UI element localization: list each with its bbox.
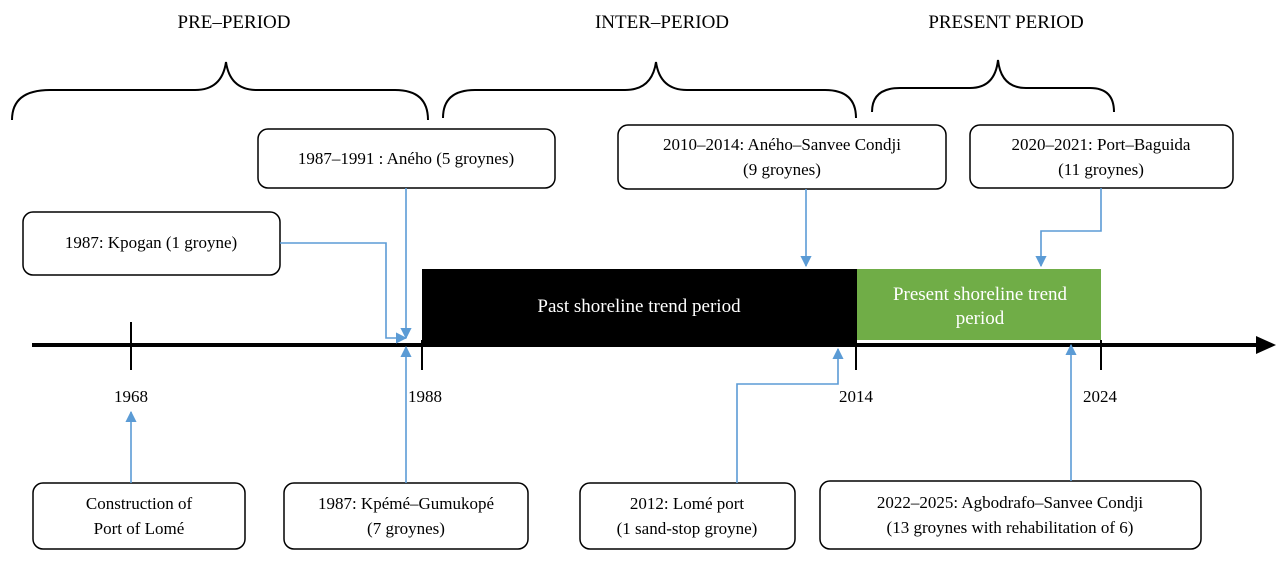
event-box-agbodrafo xyxy=(819,480,1202,550)
past-bar-label: Past shoreline trend period xyxy=(537,296,741,317)
event-box-construction xyxy=(32,482,246,550)
year-1968: 1968 xyxy=(114,387,148,406)
period-title-pre: PRE–PERIOD xyxy=(178,12,291,33)
present-shoreline-bar xyxy=(857,269,1101,340)
event-port-baguida-line1: 2020–2021: Port–Baguida xyxy=(1012,135,1191,154)
event-aneho-sanvee-line2: (9 groynes) xyxy=(743,160,821,179)
event-agbodrafo-line1: 2022–2025: Agbodrafo–Sanvee Condji xyxy=(877,493,1144,512)
event-construction-line2: Port of Lomé xyxy=(94,519,185,538)
period-title-inter: INTER–PERIOD xyxy=(595,12,729,33)
connector-kpogan xyxy=(280,242,408,344)
timeline-arrowhead xyxy=(1256,336,1276,354)
event-kpeme-line2: (7 groynes) xyxy=(367,519,445,538)
brace-present xyxy=(871,59,1115,113)
event-box-lome-port xyxy=(579,482,796,550)
year-1988: 1988 xyxy=(408,387,442,406)
present-bar-label-line2: period xyxy=(956,308,1005,329)
event-agbodrafo-line2: (13 groynes with rehabilitation of 6) xyxy=(887,518,1134,537)
year-2024: 2024 xyxy=(1083,387,1118,406)
event-aneho-1987: 1987–1991 : Aného (5 groynes) xyxy=(298,149,514,168)
brace-pre xyxy=(11,61,429,121)
brace-inter xyxy=(442,61,857,119)
event-box-kpeme xyxy=(283,482,529,550)
event-lome-port-line2: (1 sand-stop groyne) xyxy=(617,519,758,538)
connector-lome-port xyxy=(736,347,844,483)
present-bar-label-line1: Present shoreline trend xyxy=(893,284,1068,305)
event-port-baguida-line2: (11 groynes) xyxy=(1058,160,1144,179)
past-shoreline-bar xyxy=(422,269,857,345)
event-aneho-sanvee-line1: 2010–2014: Aného–Sanvee Condji xyxy=(663,135,901,154)
event-lome-port-line1: 2012: Lomé port xyxy=(630,494,745,513)
event-box-aneho-sanvee xyxy=(617,124,947,190)
connector-port-baguida xyxy=(1035,188,1102,268)
year-2014: 2014 xyxy=(839,387,874,406)
event-kpeme-line1: 1987: Kpémé–Gumukopé xyxy=(318,494,494,513)
event-kpogan-1987: 1987: Kpogan (1 groyne) xyxy=(65,233,237,252)
period-title-present: PRESENT PERIOD xyxy=(928,12,1083,33)
event-construction-line1: Construction of xyxy=(86,494,193,513)
